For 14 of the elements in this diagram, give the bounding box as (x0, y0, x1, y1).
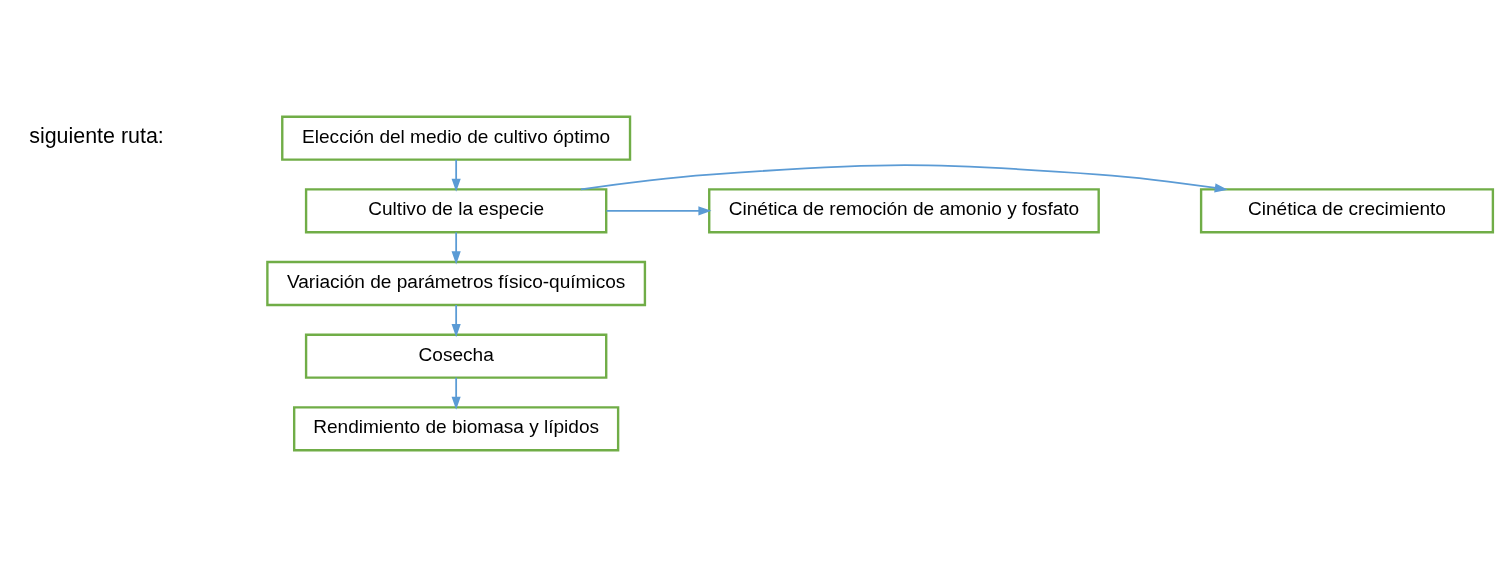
arrow (451, 231, 461, 265)
arrow (451, 376, 461, 410)
arrow (605, 206, 712, 216)
arrow (451, 304, 461, 338)
node-box: Cosecha (304, 333, 608, 379)
label: siguiente ruta: (29, 124, 164, 149)
node-box: Cultivo de la especie (304, 188, 608, 234)
node-box: Variación de parámetros físico-químicos (266, 260, 647, 307)
node-box: Cinética de remoción de amonio y fosfato (708, 188, 1100, 234)
arrow (451, 158, 461, 192)
arrow (580, 164, 1228, 193)
node-box: Elección del medio de cultivo óptimo (281, 115, 632, 161)
node-box: Cinética de crecimiento (1199, 188, 1495, 234)
node-box: Rendimiento de biomasa y lípidos (293, 406, 620, 452)
